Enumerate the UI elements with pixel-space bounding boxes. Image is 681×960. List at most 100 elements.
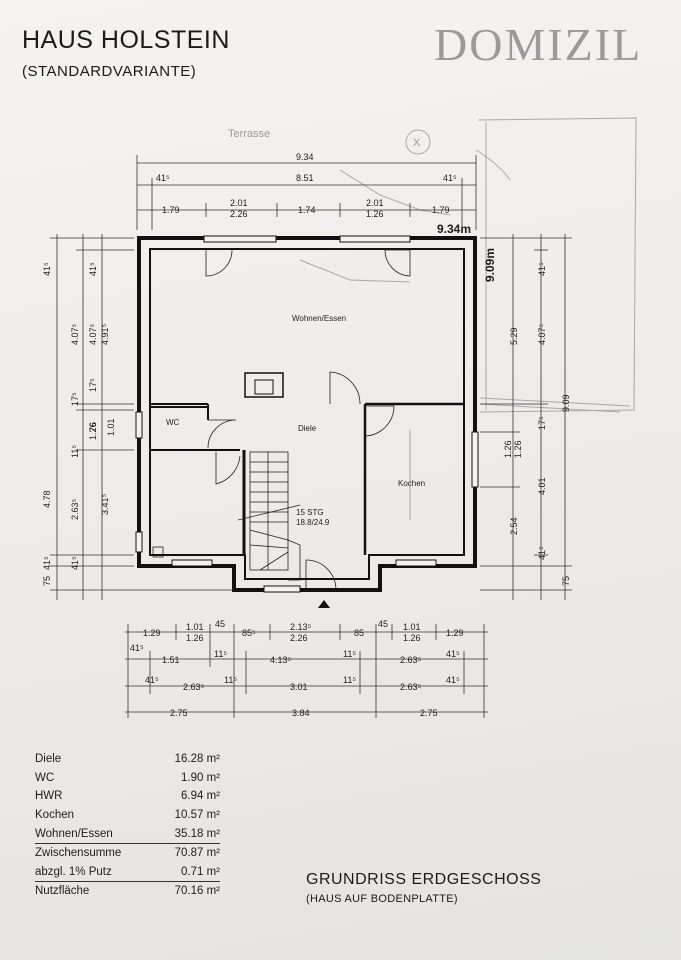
dim-bottom-r2-5: 11⁵: [343, 649, 356, 659]
dim-bottom-r4-2: 3.84: [292, 708, 310, 718]
dim-left-i2: 4.07⁵: [88, 323, 98, 345]
dim-right-a2: 1.26: [503, 440, 513, 458]
dim-bottom-r1-1: 1.29: [143, 628, 161, 638]
area-value: 70.87 m²: [174, 847, 220, 860]
bottom-dimension-row-3: 41⁵ 2.63⁵ 11⁵ 3.01 11⁵ 2.63⁵ 41⁵: [145, 675, 460, 692]
dim-bottom-r2-6: 2.63⁵: [400, 655, 422, 665]
dim-left-m4: 2.63⁵: [70, 498, 80, 520]
top-dimensions: [136, 155, 477, 230]
dim-bottom-r3-6: 2.63⁵: [400, 682, 422, 692]
left-dimensions: [50, 234, 234, 600]
building-walls: [137, 236, 477, 592]
room-label-wohnen: Wohnen/Essen: [292, 314, 346, 323]
dim-top-seg-1: 1.79: [162, 205, 180, 215]
entrance-arrow-icon: [318, 600, 330, 608]
dim-top-seg-4b: 1.26: [366, 209, 384, 219]
dim-bottom-r1-11: 1.26: [403, 633, 421, 643]
dim-bottom-r3-7: 41⁵: [446, 675, 460, 685]
bottom-dimension-row-2: 41⁵ 1.51 11⁵ 4.13⁵ 11⁵ 2.63⁵ 41⁵: [130, 643, 460, 665]
bottom-dimension-row-1: 1.29 1.01 1.26 45 85⁵ 2.13⁵ 2.26 85 45 1…: [143, 619, 464, 643]
dim-left-i5: 76: [88, 422, 98, 432]
area-value: 70.16 m²: [174, 885, 220, 898]
drawing-title: GRUNDRISS ERDGESCHOSS: [306, 871, 542, 888]
dim-top-inner: 8.51: [296, 173, 314, 183]
dim-bottom-r1-7: 2.26: [290, 633, 308, 643]
dim-left-j3: 3.41⁵: [100, 493, 110, 515]
area-name: Diele: [35, 753, 62, 766]
windows: [135, 235, 479, 593]
dim-bottom-r2-4: 4.13⁵: [270, 655, 292, 665]
dim-bottom-r1-3: 1.26: [186, 633, 204, 643]
house-title: HAUS HOLSTEIN: [22, 26, 230, 54]
area-row: HWR 6.94 m²: [35, 787, 220, 806]
dim-bottom-r2-1: 41⁵: [130, 643, 144, 653]
area-row: Diele 16.28 m²: [35, 750, 220, 769]
bottom-dimension-row-4: 2.75 3.84 2.75: [170, 708, 438, 718]
dim-bottom-r1-5: 85⁵: [242, 628, 256, 638]
dim-right-b5: 41⁵: [537, 546, 547, 560]
door-swings: [205, 249, 411, 591]
dim-right-b3: 17⁵: [537, 416, 547, 430]
chimney: [244, 372, 284, 398]
dim-left-o4: 75: [42, 576, 52, 586]
house-variant: (STANDARDVARIANTE): [22, 63, 197, 80]
dim-top-seg-2a: 2.01: [230, 198, 248, 208]
dim-left-i3: 17⁵: [88, 378, 98, 392]
area-value: 16.28 m²: [174, 753, 220, 766]
dim-bottom-r1-4: 45: [215, 619, 225, 629]
dim-left-i1: 41⁵: [88, 262, 98, 276]
dim-bottom-r2-2: 1.51: [162, 655, 180, 665]
area-row: Kochen 10.57 m²: [35, 806, 220, 825]
drawing-subtitle: (HAUS AUF BODENPLATTE): [306, 893, 458, 905]
dim-right-b2: 4.07⁵: [537, 323, 547, 345]
pencil-height-note: 9.09m: [483, 248, 497, 282]
area-value: 6.94 m²: [181, 790, 220, 803]
dim-bottom-r1-2: 1.01: [186, 622, 204, 632]
right-dimensions: [480, 234, 572, 600]
dim-bottom-r2-7: 41⁵: [446, 649, 460, 659]
brand-logo: DOMIZIL: [434, 19, 643, 70]
dim-right-b1: 41⁵: [537, 262, 547, 276]
room-label-kochen: Kochen: [398, 479, 425, 488]
dim-top-wall-right: 41⁵: [443, 173, 457, 183]
dim-left-j1: 4.91⁵: [100, 323, 110, 345]
dim-top-wall-left: 41⁵: [156, 173, 170, 183]
dim-left-m5: 41⁵: [70, 556, 80, 570]
room-label-diele: Diele: [298, 424, 317, 433]
dim-bottom-r1-9: 45: [378, 619, 388, 629]
area-value: 10.57 m²: [174, 809, 220, 822]
dim-bottom-r1-8: 85: [354, 628, 364, 638]
dim-top-seg-2b: 2.26: [230, 209, 248, 219]
dim-right-c2: 75: [561, 576, 571, 586]
dim-top-seg-5: 1.79: [432, 205, 450, 215]
dim-bottom-r3-1: 41⁵: [145, 675, 159, 685]
dim-bottom-r1-10: 1.01: [403, 622, 421, 632]
dim-right-a3: 1.26: [513, 440, 523, 458]
dim-right-b4: 4.01: [537, 477, 547, 495]
dim-left-o1: 41⁵: [42, 262, 52, 276]
area-name: HWR: [35, 790, 63, 803]
area-name: abzgl. 1% Putz: [35, 865, 112, 878]
dim-left-i4: 1.26: [88, 422, 98, 440]
area-name: Wohnen/Essen: [35, 827, 113, 840]
dim-left-o2: 4.78: [42, 490, 52, 508]
stair-ratio-label: 18.8/24.9: [296, 518, 330, 527]
area-name: Kochen: [35, 809, 75, 822]
pencil-terrasse-note: Terrasse: [228, 128, 270, 140]
area-name: WC: [35, 771, 55, 784]
pencil-circle-mark: X: [413, 137, 421, 149]
dim-left-m2: 17⁵: [70, 392, 80, 406]
dim-bottom-r4-3: 2.75: [420, 708, 438, 718]
dim-bottom-r1-12: 1.29: [446, 628, 464, 638]
pencil-sketch: [299, 117, 637, 520]
dim-bottom-r1-6: 2.13⁵: [290, 622, 312, 632]
pencil-width-note: 9.34m: [437, 222, 471, 236]
dim-right-c1: 9.09: [561, 394, 571, 412]
dim-bottom-r3-3: 11⁵: [224, 675, 237, 685]
